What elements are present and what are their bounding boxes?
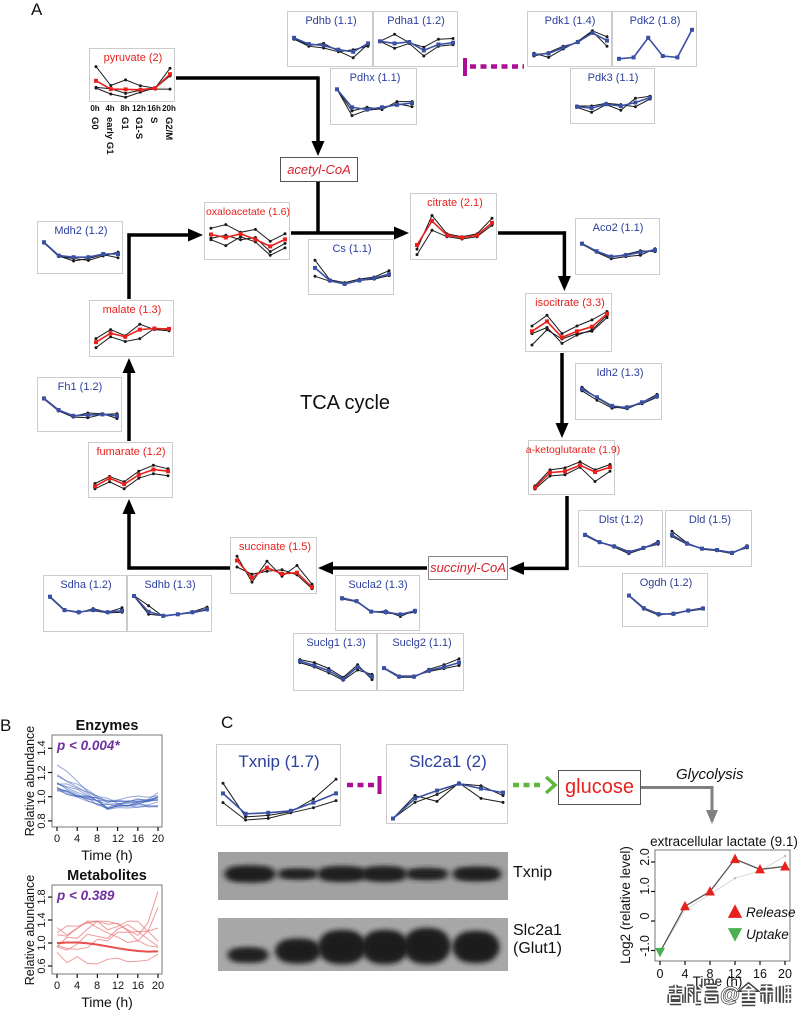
svg-text:Idh2 (1.3): Idh2 (1.3) [596,367,643,379]
svg-text:Dld (1.5): Dld (1.5) [689,514,731,526]
svg-text:Sucla2 (1.3): Sucla2 (1.3) [348,579,407,591]
svg-text:oxaloacetate (1.6): oxaloacetate (1.6) [206,206,290,218]
svg-text:Fh1 (1.2): Fh1 (1.2) [58,381,103,393]
svg-text:Pdk1 (1.4): Pdk1 (1.4) [545,15,596,27]
svg-text:Suclg1 (1.3): Suclg1 (1.3) [306,637,365,649]
svg-text:isocitrate (3.3): isocitrate (3.3) [535,297,605,309]
svg-text:Pdk3 (1.1): Pdk3 (1.1) [588,72,639,84]
svg-text:Sdha (1.2): Sdha (1.2) [60,579,111,591]
svg-text:Pdha1 (1.2): Pdha1 (1.2) [387,15,444,27]
svg-text:Pdhx (1.1): Pdhx (1.1) [350,72,401,84]
svg-text:Mdh2 (1.2): Mdh2 (1.2) [54,225,107,237]
svg-text:Sdhb (1.3): Sdhb (1.3) [144,579,195,591]
svg-text:Ogdh (1.2): Ogdh (1.2) [640,577,693,589]
svg-text:Slc2a1 (2): Slc2a1 (2) [409,752,486,771]
svg-text:a-ketoglutarate (1.9): a-ketoglutarate (1.9) [526,444,621,456]
svg-text:Cs (1.1): Cs (1.1) [332,243,371,255]
svg-text:Aco2 (1.1): Aco2 (1.1) [593,222,644,234]
svg-text:Suclg2 (1.1): Suclg2 (1.1) [392,637,451,649]
svg-text:succinate (1.5): succinate (1.5) [239,541,311,553]
svg-text:@: @ [720,984,740,1006]
svg-text:Pdhb (1.1): Pdhb (1.1) [305,15,356,27]
svg-text:Txnip (1.7): Txnip (1.7) [238,752,319,771]
svg-text:Dlst (1.2): Dlst (1.2) [599,514,644,526]
svg-text:citrate (2.1): citrate (2.1) [427,197,483,209]
svg-text:pyruvate (2): pyruvate (2) [104,52,163,64]
svg-text:Pdk2 (1.8): Pdk2 (1.8) [630,15,681,27]
svg-text:fumarate (1.2): fumarate (1.2) [96,446,165,458]
svg-text:malate (1.3): malate (1.3) [103,304,162,316]
